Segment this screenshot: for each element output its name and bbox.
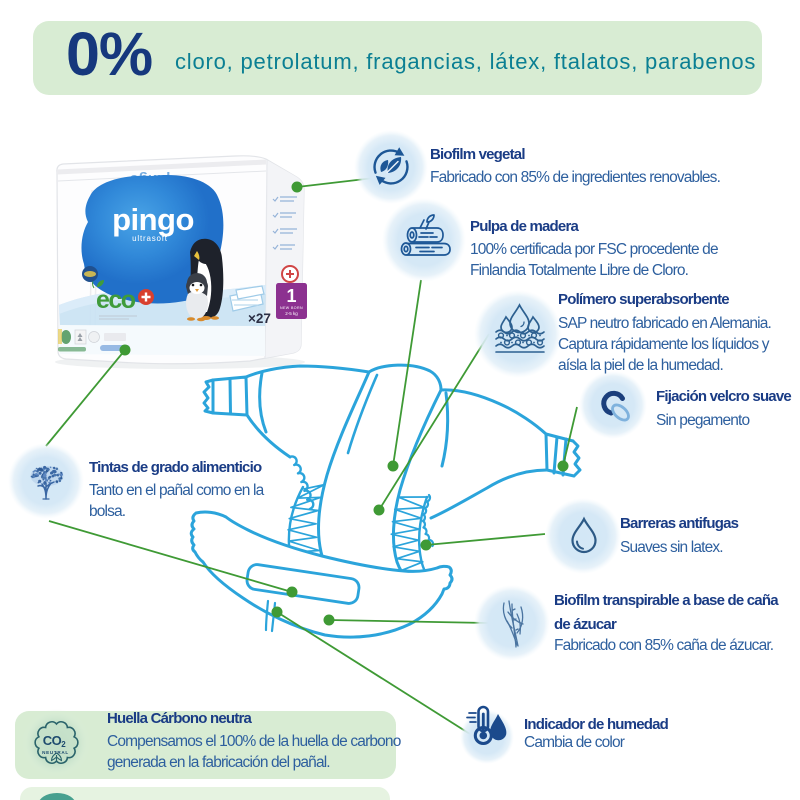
svg-text:1: 1 bbox=[286, 286, 296, 306]
svg-text:NEW BORN: NEW BORN bbox=[280, 306, 303, 310]
svg-text:NEUTRAL: NEUTRAL bbox=[42, 750, 69, 755]
svg-text:ultrasoft: ultrasoft bbox=[132, 234, 168, 243]
svg-text:pingo: pingo bbox=[112, 202, 194, 237]
svg-text:CO2: CO2 bbox=[43, 733, 67, 749]
svg-text:eco: eco bbox=[96, 286, 136, 314]
svg-text:×27: ×27 bbox=[248, 311, 271, 326]
svg-text:2-5 kg: 2-5 kg bbox=[285, 311, 298, 316]
